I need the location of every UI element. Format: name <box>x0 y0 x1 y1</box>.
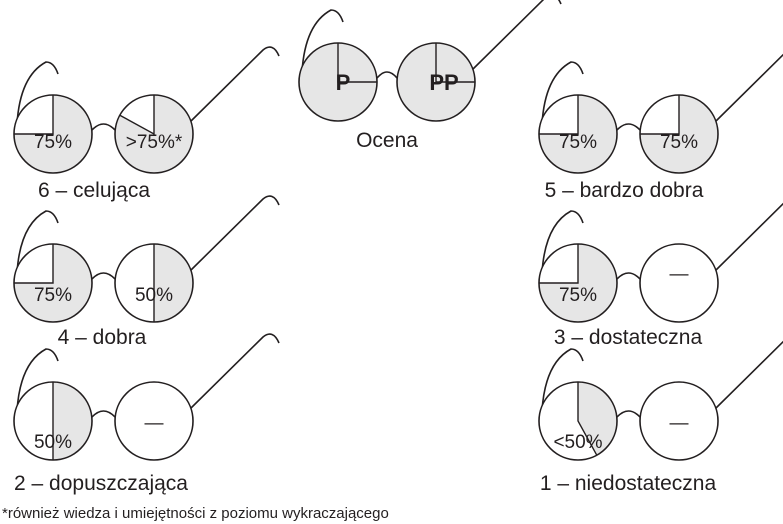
grade-5-right-label: 75% <box>660 132 698 153</box>
grade-5-glasses-right-temple <box>714 53 783 123</box>
grade-6-glasses-right-lens-rim <box>114 94 194 174</box>
legend-right-label: PP <box>429 70 458 95</box>
grade-6-glasses-left-lens-rim <box>13 94 93 174</box>
grade-4-glasses-right-temple <box>189 195 280 272</box>
grade-5-glasses-bridge <box>616 123 641 131</box>
grade-1-glasses-left-lens-rim <box>538 381 618 461</box>
grade-4-left-label: 75% <box>34 285 72 306</box>
grade-5-glasses-left-lens-divider <box>539 95 579 135</box>
grade-3-glasses-left-lens-divider <box>539 244 579 284</box>
grade-4-glasses-bridge <box>91 272 116 280</box>
grade-5-caption: 5 – bardzo dobra <box>545 179 704 202</box>
grade-2-right-label: — <box>145 413 164 434</box>
grade-4-glasses-right-lens-rim <box>114 243 194 323</box>
grade-2-glasses-right-lens-rim <box>114 381 194 461</box>
grade-1-glasses-left-lens-fill <box>578 382 617 456</box>
grade-6-left-label: 75% <box>34 132 72 153</box>
grade-6-glasses-right-lens-divider <box>119 95 155 136</box>
grade-4-glasses-right-lens-fill <box>154 244 193 322</box>
grade-5-glasses-right-lens-rim <box>639 94 719 174</box>
grade-4-glasses-left-temple <box>16 210 59 274</box>
grade-1-glasses-right-temple <box>714 340 783 410</box>
grade-2-glasses-right-temple <box>189 333 280 410</box>
grade-3-glasses-left-lens-rim <box>538 243 618 323</box>
legend-left-label: P <box>336 70 351 95</box>
grade-6-right-label: >75%* <box>126 132 183 153</box>
grade-3-glasses-right-temple <box>714 202 783 272</box>
grade-5-glasses-left-lens-rim <box>538 94 618 174</box>
legend-quarter-1 <box>435 43 475 83</box>
grade-6-glasses-left-lens-divider <box>14 95 54 135</box>
grade-1-glasses-right-lens-bg <box>640 382 718 460</box>
grade-3-right-label: — <box>670 264 689 285</box>
grade-2-glasses-left-lens-fill <box>53 382 92 460</box>
grade-3-glasses-right-lens-bg <box>640 244 718 322</box>
grade-2-glasses-left-lens-rim <box>13 381 93 461</box>
grade-2-left-label: 50% <box>34 432 72 453</box>
grade-4-right-label: 50% <box>135 285 173 306</box>
grade-2-caption: 2 – dopuszczająca <box>14 472 188 495</box>
grade-6-caption: 6 – celująca <box>38 179 150 202</box>
grade-1-glasses-left-temple <box>541 348 584 412</box>
footnote: *również wiedza i umiejętności z poziomu… <box>2 505 389 522</box>
glasses-layer <box>13 0 783 461</box>
grade-1-glasses-left-lens-divider <box>577 382 598 456</box>
grade-4-glasses-left-lens-rim <box>13 243 93 323</box>
grade-5-glasses-left-temple <box>541 61 584 125</box>
legend-glasses-left-temple <box>301 9 344 73</box>
grade-1-glasses-bridge <box>616 410 641 418</box>
legend-quarter-0 <box>337 43 377 83</box>
grade-2-glasses-left-temple <box>16 348 59 412</box>
legend-caption: Ocena <box>356 129 418 152</box>
grade-1-left-label: <50% <box>553 432 602 453</box>
grade-1-glasses-right-lens-rim <box>639 381 719 461</box>
legend-glasses-right-temple <box>471 0 562 71</box>
grade-1-caption: 1 – niedostateczna <box>540 472 717 495</box>
grade-1-right-label: — <box>670 413 689 434</box>
grade-5-glasses-right-lens-divider <box>640 95 680 135</box>
grade-3-glasses-right-lens-rim <box>639 243 719 323</box>
grade-6-glasses-right-temple <box>189 46 280 123</box>
grade-4-caption: 4 – dobra <box>58 326 147 349</box>
grade-3-left-label: 75% <box>559 285 597 306</box>
grade-3-caption: 3 – dostateczna <box>554 326 703 349</box>
grade-2-glasses-bridge <box>91 410 116 418</box>
grade-4-glasses-left-lens-divider <box>14 244 54 284</box>
grade-3-glasses-bridge <box>616 272 641 280</box>
grade-3-glasses-left-temple <box>541 210 584 274</box>
legend-glasses-bridge <box>376 71 398 79</box>
grade-5-left-label: 75% <box>559 132 597 153</box>
grade-2-glasses-right-lens-bg <box>115 382 193 460</box>
grade-6-glasses-left-temple <box>16 61 59 125</box>
grade-6-glasses-bridge <box>91 123 116 131</box>
